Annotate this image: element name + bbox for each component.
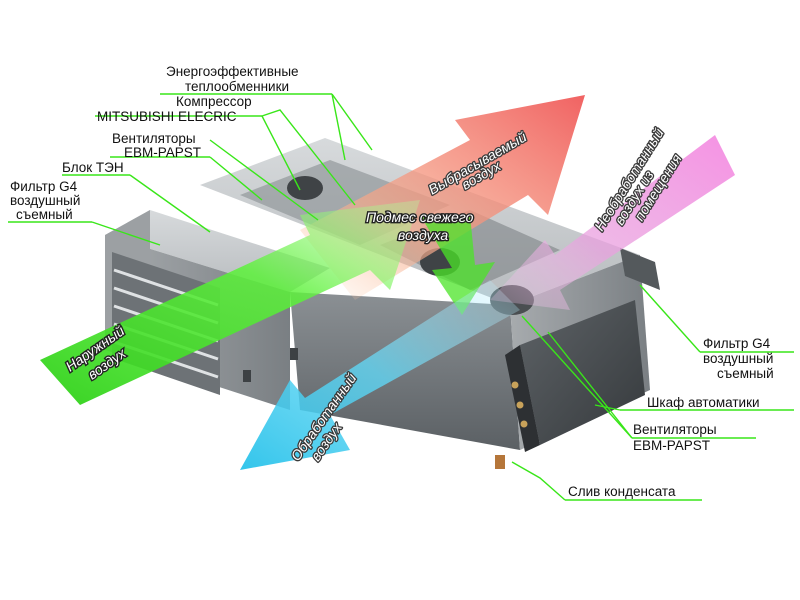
label-fans-bottom-2: EBM-PAPST	[633, 438, 710, 453]
label-compressor-1: Компрессор	[176, 94, 252, 109]
label-condensate-drain: Слив конденсата	[568, 484, 676, 499]
label-heat-exchangers-1: Энергоэффективные	[166, 64, 299, 79]
label-fans-top-2: EBM-PAPST	[124, 145, 201, 160]
flow-label-mix-1: Подмес свежего	[366, 209, 474, 225]
handle	[290, 348, 298, 360]
air-flow-arrows	[40, 95, 735, 470]
label-compressor-2: MITSUBISHI ELECRIC	[97, 109, 237, 124]
label-filter-left-3: съемный	[16, 207, 73, 222]
untreated-air-arrow	[490, 135, 735, 310]
label-automation-cabinet: Шкаф автоматики	[647, 395, 760, 410]
drain-pipe	[495, 455, 505, 469]
automation-cabinet-side	[505, 345, 540, 452]
label-filter-right-3: съемный	[717, 366, 774, 381]
filter-panel-right	[620, 248, 660, 290]
label-filter-right-1: Фильтр G4	[703, 336, 771, 351]
connector	[520, 420, 528, 428]
label-filter-left-1: Фильтр G4	[10, 179, 78, 194]
fan-top	[287, 176, 323, 200]
label-fans-bottom-1: Вентиляторы	[633, 422, 717, 437]
label-filter-left-2: воздушный	[10, 193, 80, 208]
treated-air-arrow	[240, 280, 520, 470]
handle	[243, 370, 251, 382]
connector	[511, 381, 519, 389]
flow-label-mix-2: воздуха	[398, 227, 448, 243]
label-fans-top-1: Вентиляторы	[112, 131, 196, 146]
outdoor-air-arrow	[40, 200, 420, 405]
connector	[516, 401, 524, 409]
label-heat-exchangers-2: теплообменники	[185, 79, 289, 94]
leader-lines	[8, 93, 794, 501]
label-heater-block: Блок ТЭН	[62, 160, 124, 175]
label-filter-right-2: воздушный	[703, 351, 773, 366]
